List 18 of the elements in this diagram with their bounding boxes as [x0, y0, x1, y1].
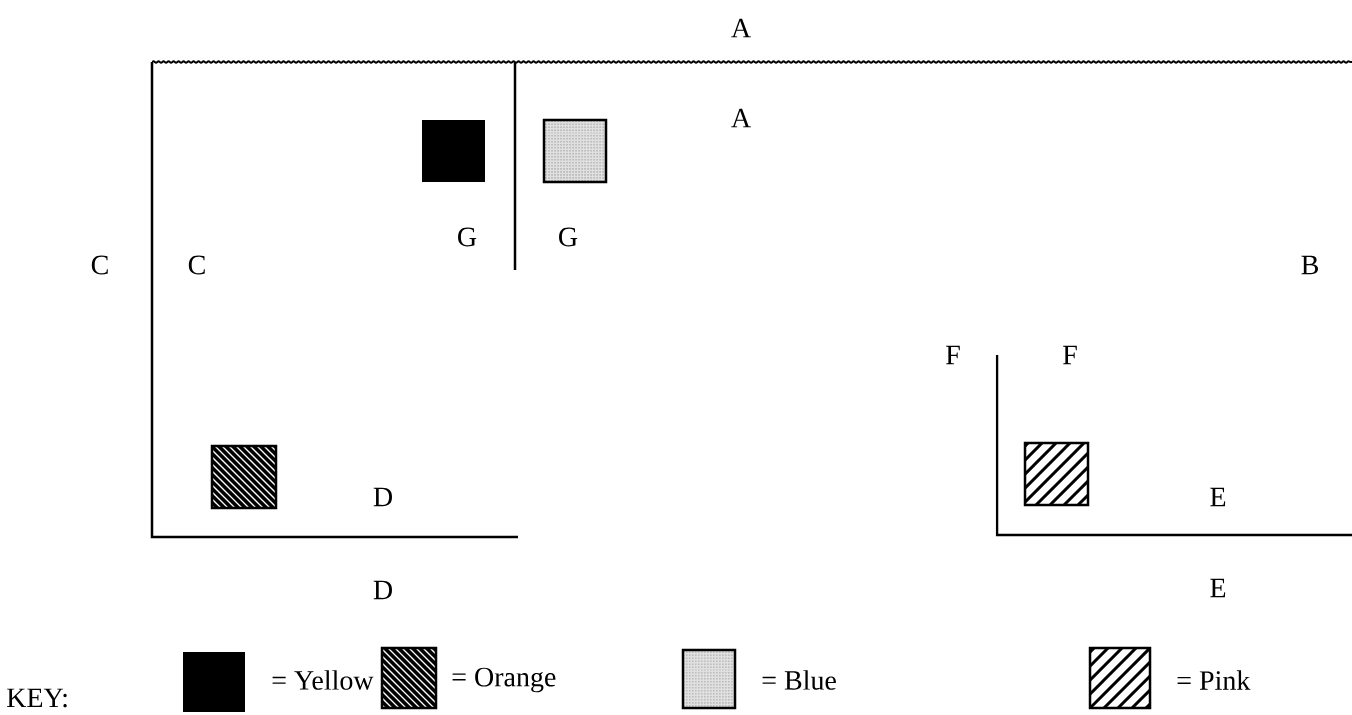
wall-label: F [946, 345, 960, 365]
wall-label: B [1301, 255, 1318, 275]
wall-label: G [559, 227, 578, 247]
legend-label: = Yellow [272, 670, 374, 690]
wall-label: C [188, 255, 205, 275]
wall-label: D [373, 487, 392, 507]
wall-label: E [1210, 578, 1226, 598]
wall-label: D [373, 580, 392, 600]
legend-label: = Blue [762, 670, 836, 690]
wall-label: KEY: [7, 688, 67, 708]
wall-label: G [458, 227, 477, 247]
wall-label: A [731, 108, 751, 128]
wall-label: E [1210, 487, 1226, 507]
legend-label: = Orange [452, 667, 556, 693]
wall-label: F [1063, 345, 1077, 365]
legend-label: = Pink [1177, 670, 1251, 690]
wall-label: C [91, 255, 108, 275]
wall-label: A [731, 18, 751, 38]
